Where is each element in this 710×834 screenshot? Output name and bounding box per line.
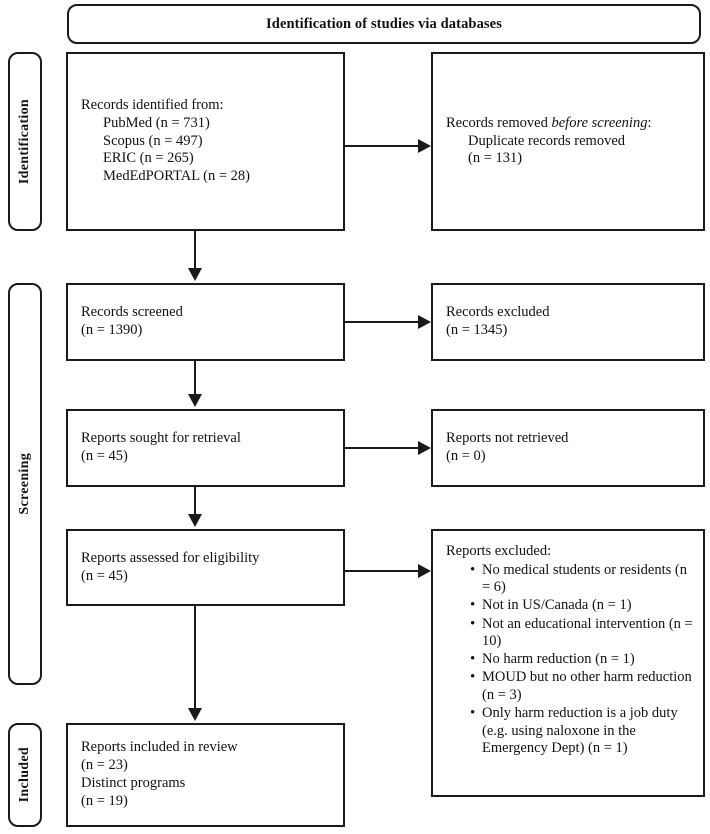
arrowhead-identified-to-removed (418, 139, 431, 153)
reports-excluded-reason-list: No medical students or residents (n = 6)… (446, 561, 693, 758)
list-item: Not in US/Canada (n = 1) (470, 596, 693, 615)
reports-sought-label: Reports sought for retrieval (81, 430, 241, 447)
records-screened-label: Records screened (81, 304, 183, 321)
connector-assessed-to-excluded (345, 570, 420, 572)
list-item: No medical students or residents (n = 6) (470, 561, 693, 597)
records-removed-title-italic: before screening (551, 114, 648, 131)
connector-sought-to-assessed (194, 487, 196, 516)
node-reports-assessed: Reports assessed for eligibility (n = 45… (66, 529, 345, 606)
reports-included-label: Reports included in review (81, 739, 238, 756)
connector-screened-to-sought (194, 361, 196, 396)
records-removed-title: Records removed before screening: (446, 115, 693, 133)
arrowhead-identified-to-screened (188, 268, 202, 281)
distinct-programs-label: Distinct programs (81, 775, 186, 791)
records-removed-title-pre: Records removed (446, 114, 552, 131)
records-screened-count: (n = 1390) (81, 322, 143, 338)
connector-sought-to-not-retrieved (345, 447, 420, 449)
node-reports-sought: Reports sought for retrieval (n = 45) (66, 409, 345, 487)
records-identified-source-pubmed: PubMed (n = 731) (103, 114, 210, 131)
node-reports-excluded: Reports excluded: No medical students or… (431, 529, 705, 797)
node-records-removed: Records removed before screening: Duplic… (431, 52, 705, 231)
records-removed-duplicates: Duplicate records removed (468, 132, 626, 149)
connector-identified-to-screened (194, 231, 196, 270)
records-identified-source-mededportal: MedEdPORTAL (n = 28) (103, 168, 250, 185)
connector-identified-to-removed (345, 145, 420, 147)
stage-label-identification: Identification (8, 52, 42, 231)
stage-label-included-text: Included (17, 747, 32, 803)
list-item: Not an educational intervention (n = 10) (470, 615, 693, 651)
records-excluded-count: (n = 1345) (446, 322, 508, 338)
node-records-screened: Records screened (n = 1390) (66, 283, 345, 361)
arrowhead-sought-to-not-retrieved (418, 441, 431, 455)
records-identified-source-scopus: Scopus (n = 497) (103, 132, 203, 149)
records-removed-title-post: : (647, 114, 652, 131)
node-records-excluded: Records excluded (n = 1345) (431, 283, 705, 361)
arrowhead-assessed-to-included (188, 708, 202, 721)
arrowhead-screened-to-sought (188, 394, 202, 407)
records-excluded-label: Records excluded (446, 304, 550, 321)
stage-label-screening-text: Screening (17, 453, 32, 515)
arrowhead-sought-to-assessed (188, 514, 202, 527)
reports-assessed-label: Reports assessed for eligibility (81, 549, 260, 566)
reports-not-retrieved-count: (n = 0) (446, 448, 486, 464)
arrowhead-screened-to-excluded (418, 315, 431, 329)
stage-label-screening: Screening (8, 283, 42, 685)
list-item: Only harm reduction is a job duty (e.g. … (470, 704, 693, 758)
page-title: Identification of studies via databases (266, 15, 502, 32)
node-reports-not-retrieved: Reports not retrieved (n = 0) (431, 409, 705, 487)
stage-label-included: Included (8, 723, 42, 827)
reports-assessed-count: (n = 45) (81, 567, 128, 584)
reports-included-count: (n = 23) (81, 757, 128, 774)
header-banner: Identification of studies via databases (67, 4, 701, 44)
connector-screened-to-excluded (345, 321, 420, 323)
stage-label-identification-text: Identification (17, 98, 32, 185)
distinct-programs-count: (n = 19) (81, 792, 128, 809)
records-identified-source-eric: ERIC (n = 265) (103, 150, 194, 167)
records-identified-title: Records identified from: (81, 96, 224, 113)
reports-not-retrieved-label: Reports not retrieved (446, 430, 569, 447)
connector-assessed-to-included (194, 606, 196, 710)
reports-excluded-title: Reports excluded: (446, 543, 552, 559)
list-item: No harm reduction (n = 1) (470, 650, 693, 669)
node-reports-included: Reports included in review (n = 23) Dist… (66, 723, 345, 827)
reports-sought-count: (n = 45) (81, 448, 128, 464)
records-removed-count: (n = 131) (468, 150, 523, 167)
arrowhead-assessed-to-excluded (418, 564, 431, 578)
node-records-identified: Records identified from: PubMed (n = 731… (66, 52, 345, 231)
list-item: MOUD but no other harm reduction (n = 3) (470, 668, 693, 704)
